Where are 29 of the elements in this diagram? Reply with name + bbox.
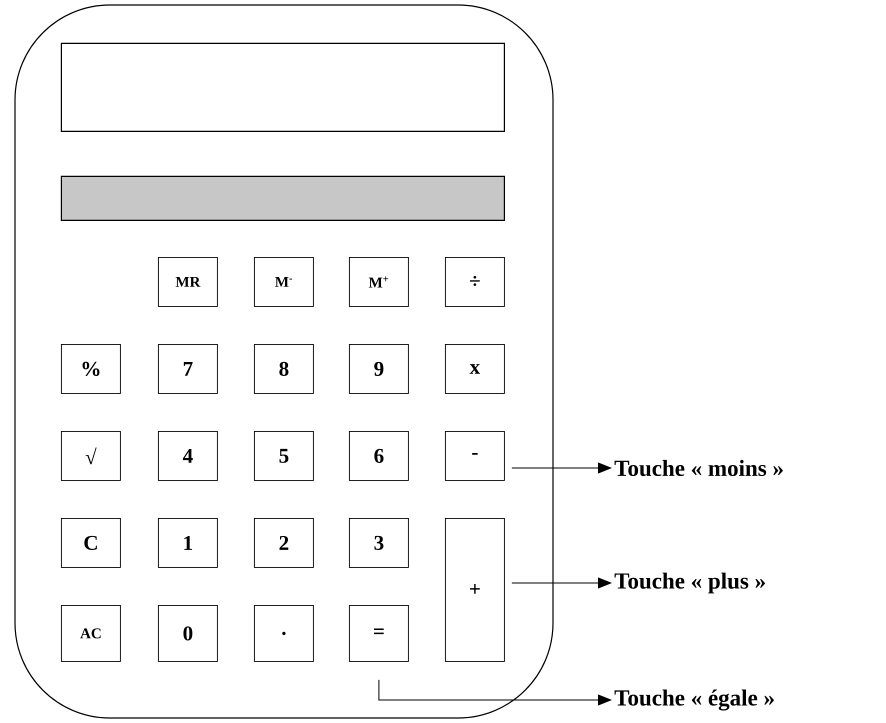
key-button: 0 (158, 604, 218, 662)
callout-label: Touche « plus » (614, 572, 765, 594)
key-button: 8 (254, 344, 314, 394)
key-button: 9 (348, 344, 409, 394)
key-button: MR (158, 256, 218, 307)
key-button: 3 (348, 518, 409, 568)
key-button: 2 (254, 518, 314, 568)
solar-panel (60, 176, 506, 221)
key-button: - (444, 430, 505, 481)
key-button: M$^{-}$ (254, 256, 314, 307)
key-button: C (60, 518, 121, 568)
key-button: M$^{+}$ (348, 256, 409, 307)
callout-label: Touche « égale » (614, 689, 774, 711)
display-screen (60, 42, 506, 132)
key-button: 1 (158, 518, 218, 568)
key-button: 7 (158, 344, 218, 394)
callout-label: Touche « moins » (614, 460, 783, 476)
key-button: % (60, 344, 121, 394)
key-button: = (348, 604, 409, 662)
key-button: . (254, 604, 314, 662)
key-button: + (444, 518, 505, 662)
key-button: ÷ (444, 256, 505, 307)
key-button: 6 (348, 430, 409, 481)
key-button: x (444, 344, 505, 394)
key-button: AC (60, 604, 121, 662)
key-button: 5 (254, 430, 314, 481)
key-button: 4 (158, 430, 218, 481)
calculator-body (14, 4, 554, 719)
key-button: √ (60, 430, 121, 481)
